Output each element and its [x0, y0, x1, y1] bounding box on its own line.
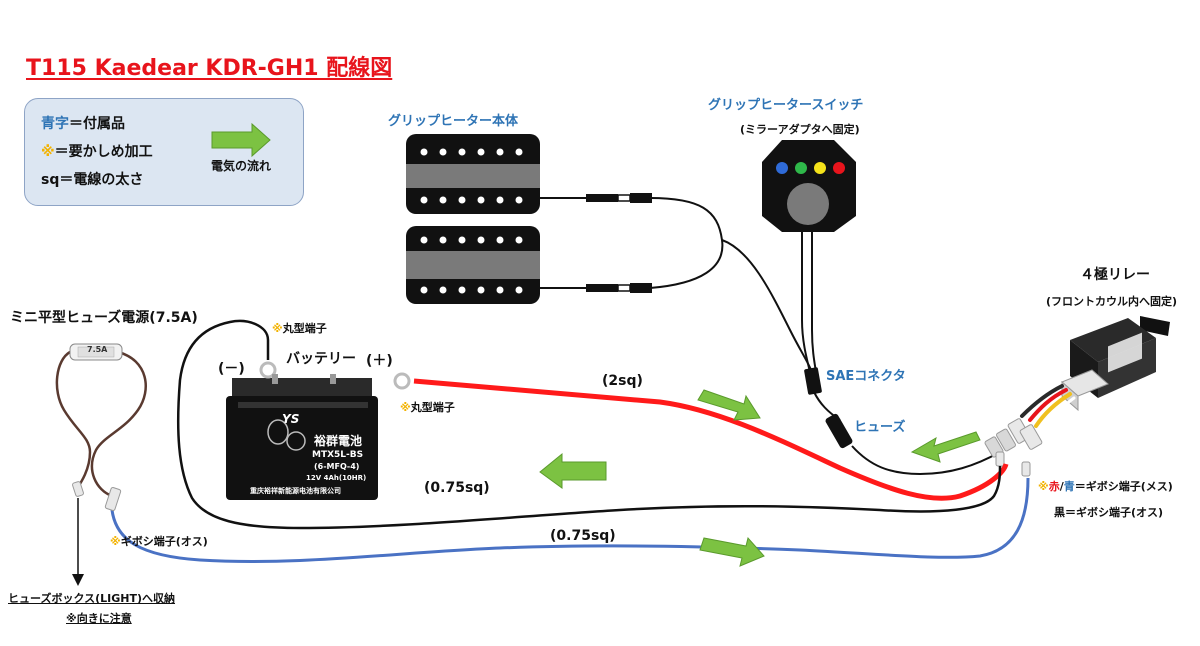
fusebox-dest-label: ヒューズボックス(LIGHT)へ収納 — [8, 592, 176, 605]
legend-sq: sq＝電線の太さ — [41, 169, 143, 189]
wire-075-b-label: (0.75sq) — [550, 528, 616, 544]
sae-connector-label: SAEコネクタ — [826, 369, 906, 384]
battery-rating: 12V 4Ah(10HR) — [306, 474, 367, 482]
legend-crimp-desc: ＝要かしめ加工 — [54, 144, 153, 160]
flow-arrow-red-wire — [697, 389, 761, 421]
legend-crimp-key: ※ — [41, 144, 55, 160]
heater-switch-note: (ミラーアダプタへ固定) — [740, 123, 860, 136]
spade-terminals — [72, 481, 122, 511]
legend-blue-text: 青字＝付属品 — [41, 113, 125, 133]
heater-connectors — [586, 193, 652, 293]
battery-minus-label: (－) — [218, 361, 245, 377]
battery-name: 裕群電池 — [314, 434, 363, 448]
ring-terminal-right-mark: ※ — [400, 401, 411, 414]
legend-sq-desc: ＝電線の太さ — [59, 172, 144, 188]
battery-label-panel: YS 裕群電池 MTX5L-BS (6-MFQ-4) 12V 4Ah(10HR)… — [226, 396, 378, 500]
heater-body-label: グリップヒーター本体 — [388, 114, 519, 129]
wire-075-a-label: (0.75sq) — [424, 480, 490, 496]
legend-blue-key: 青字 — [41, 116, 69, 132]
ring-terminal-top-mark: ※ — [272, 322, 283, 335]
relay-black-label: 黒＝ギボシ端子(オス) — [1054, 506, 1164, 519]
battery-brand: YS — [282, 412, 300, 426]
battery-spec: (6-MFQ-4) — [314, 462, 360, 471]
relay-lead-wires — [1020, 384, 1076, 434]
legend-crimp: ※＝要かしめ加工 — [41, 141, 153, 161]
legend-blue-desc: ＝付属品 — [69, 116, 125, 132]
heater-wires — [540, 197, 813, 373]
relay-terminals — [984, 418, 1043, 477]
battery-part — [226, 361, 411, 500]
relay-terminal-slash: / — [1059, 480, 1064, 493]
ring-terminal-right-label: ※丸型端子 — [400, 399, 455, 415]
relay-terminal-mark: ※ — [1038, 480, 1049, 493]
fuse-blade-part — [69, 343, 123, 361]
switch-wires — [801, 232, 1001, 476]
relay-label: ４極リレー — [1080, 267, 1150, 283]
battery-maker: 重庆裕祥新能源电池有限公司 — [250, 487, 341, 495]
relay-part — [1061, 316, 1170, 412]
spade-male-mark: ※ — [110, 535, 121, 548]
wire-black-ground — [176, 319, 1002, 530]
legend-sq-key: sq — [41, 172, 60, 188]
heater-switch-label: グリップヒータースイッチ — [708, 98, 864, 113]
flow-arrow-black-wire — [539, 452, 607, 489]
relay-terminal-blue: 青 — [1063, 480, 1075, 493]
wire-black-fuse-loop — [55, 350, 147, 498]
legend-flow-arrow — [211, 122, 271, 158]
relay-note: (フロントカウル内へ固定) — [1046, 295, 1178, 308]
relay-terminal-label: ※赤/青＝ギボシ端子(メス) — [1038, 478, 1173, 494]
spade-male-text: ギボシ端子(オス) — [120, 535, 208, 548]
spade-male-label: ※ギボシ端子(オス) — [110, 533, 208, 549]
heater-switch — [762, 140, 856, 232]
inline-fuse-part — [825, 413, 853, 449]
flow-arrow-relay-in — [910, 431, 981, 463]
page-title: T115 Kaedear KDR-GH1 配線図 — [26, 56, 393, 81]
ring-terminal-top-label: ※丸型端子 — [272, 320, 327, 336]
wire-red-2sq — [413, 378, 1009, 501]
wire-blue-signal — [110, 477, 1030, 563]
sae-connector-part — [804, 367, 822, 395]
flow-arrows — [539, 389, 981, 567]
relay-terminal-rest: ＝ギボシ端子(メス) — [1074, 480, 1173, 493]
grip-heater-right — [406, 226, 540, 304]
ring-terminal-right-text: 丸型端子 — [410, 401, 455, 414]
battery-model: MTX5L-BS — [312, 450, 364, 460]
fuse-power-label: ミニ平型ヒューズ電源(7.5A) — [10, 310, 198, 326]
battery-label: バッテリー — [286, 351, 356, 367]
fuse-label: ヒューズ — [854, 420, 906, 435]
fusebox-warning-label: ※向きに注意 — [66, 612, 132, 625]
flow-arrow-blue-wire — [699, 536, 765, 567]
grip-heater-left — [406, 134, 540, 214]
legend-box: 青字＝付属品 ※＝要かしめ加工 sq＝電線の太さ 電気の流れ — [24, 98, 304, 206]
wire-2sq-label: (2sq) — [602, 373, 643, 389]
legend-arrow-desc: 電気の流れ — [211, 159, 272, 173]
relay-terminal-red: 赤 — [1048, 480, 1060, 493]
ring-terminal-top-text: 丸型端子 — [282, 322, 327, 335]
battery-plus-label: (＋) — [366, 353, 393, 369]
fuse-blade-label: 7.5A — [87, 345, 108, 354]
